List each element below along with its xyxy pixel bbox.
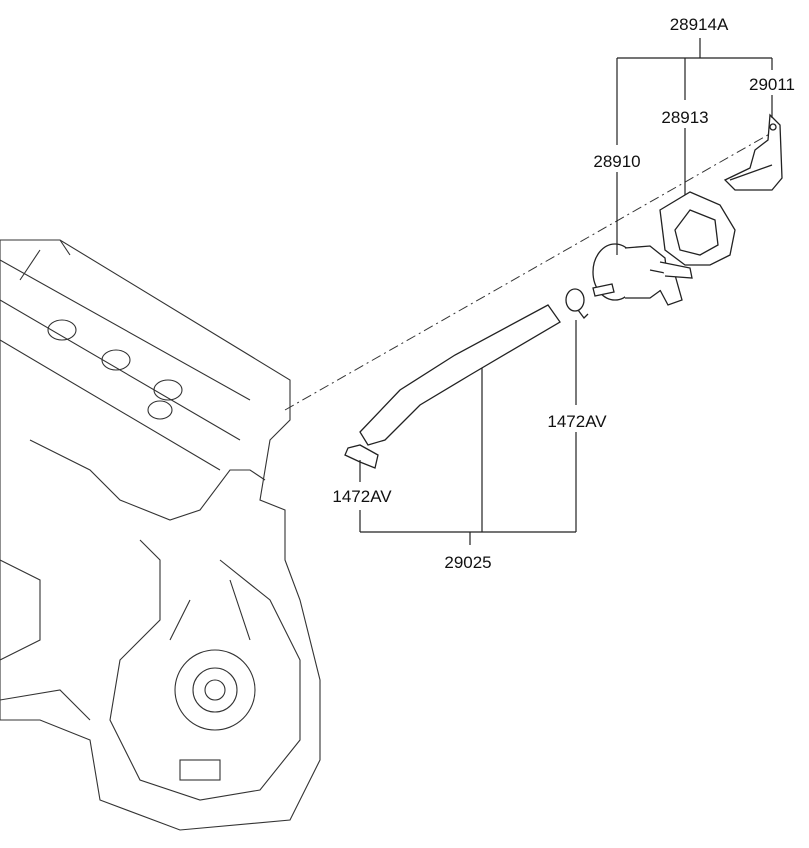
engine-block xyxy=(0,239,321,831)
hose-part xyxy=(359,304,561,446)
centerline xyxy=(284,127,781,411)
label-28913: 28913 xyxy=(661,108,708,127)
holder-part xyxy=(659,191,736,266)
label-29011: 29011 xyxy=(749,75,795,94)
label-1472AV-lower: 1472AV xyxy=(332,487,392,506)
clamp-lower-part xyxy=(344,444,379,469)
label-29025: 29025 xyxy=(444,553,491,572)
label-28914A: 28914A xyxy=(670,15,729,34)
clamp-upper-part xyxy=(565,288,589,319)
leader-lines xyxy=(359,38,773,545)
label-1472AV-upper: 1472AV xyxy=(547,412,607,431)
bracket-part xyxy=(723,113,783,191)
valve-part xyxy=(592,243,693,306)
label-28910: 28910 xyxy=(593,152,640,171)
